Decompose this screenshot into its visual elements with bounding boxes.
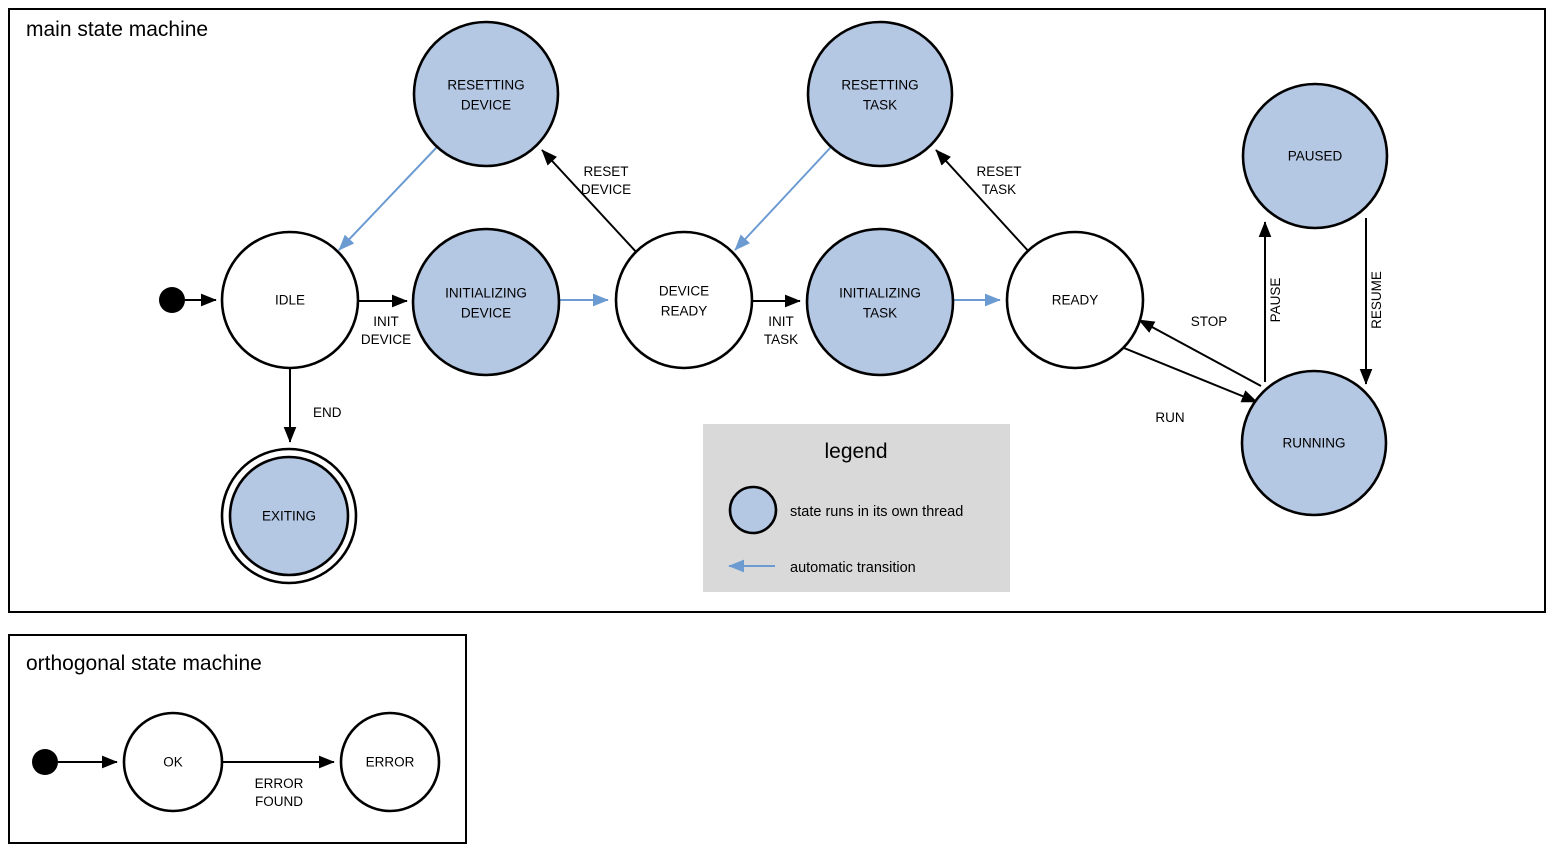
transition-label-run: RUN xyxy=(1155,410,1184,425)
state-resetting-task-shape[interactable] xyxy=(806,20,954,168)
state-resetting-task-label-l2: TASK xyxy=(863,98,897,113)
state-error[interactable]: ERROR xyxy=(339,711,441,813)
orthogonal-states: OK ERROR xyxy=(122,711,441,813)
transition-device-ready-resetting-device[interactable] xyxy=(541,149,639,255)
legend-thread-state-text: state runs in its own thread xyxy=(790,504,963,520)
state-error-label: ERROR xyxy=(366,755,415,770)
legend-automatic-transition-text: automatic transition xyxy=(790,560,916,576)
transition-running-ready[interactable] xyxy=(1138,319,1262,387)
transition-label-end: END xyxy=(313,405,342,420)
state-initializing-task-label-l1: INITIALIZING xyxy=(839,286,921,301)
state-running-shape[interactable] xyxy=(1240,369,1388,517)
state-idle-label: IDLE xyxy=(275,293,305,308)
state-initializing-device-label-l1: INITIALIZING xyxy=(445,286,527,301)
transition-label-stop: STOP xyxy=(1191,314,1228,329)
main-transitions: INIT DEVICE INIT TASK RESET DEVICE RESET… xyxy=(185,146,1384,443)
state-running-label: RUNNING xyxy=(1283,436,1346,451)
state-initializing-task[interactable]: INITIALIZING TASK xyxy=(805,227,955,377)
state-resetting-task[interactable]: RESETTING TASK xyxy=(806,20,954,168)
state-ok-label: OK xyxy=(163,755,183,770)
state-ready-label: READY xyxy=(1052,293,1099,308)
state-resetting-device-label-l2: DEVICE xyxy=(461,98,511,113)
transition-label-error-found-l2: FOUND xyxy=(255,794,303,809)
state-device-ready-shape[interactable] xyxy=(614,230,754,370)
legend-thread-state-icon xyxy=(728,485,778,535)
state-paused[interactable]: PAUSED xyxy=(1241,82,1389,230)
main-frame-title: main state machine xyxy=(26,18,208,41)
state-resetting-task-label-l1: RESETTING xyxy=(841,78,918,93)
state-paused-shape[interactable] xyxy=(1241,82,1389,230)
state-exiting-shape[interactable] xyxy=(228,455,350,577)
transition-label-resume: RESUME xyxy=(1369,271,1384,329)
initial-state-marker xyxy=(159,287,185,313)
state-initializing-task-label-l2: TASK xyxy=(863,306,897,321)
transition-resetting-task-device-ready[interactable] xyxy=(734,146,832,251)
orthogonal-initial-state-marker xyxy=(32,749,58,775)
transition-label-init-task-l1: INIT xyxy=(768,314,794,329)
transition-label-reset-task-l1: RESET xyxy=(976,164,1021,179)
transition-label-reset-task-l2: TASK xyxy=(982,182,1016,197)
orthogonal-frame-title: orthogonal state machine xyxy=(26,652,262,675)
transition-ready-running[interactable] xyxy=(1123,347,1258,403)
state-ready[interactable]: READY xyxy=(1005,230,1145,370)
state-initializing-device-label-l2: DEVICE xyxy=(461,306,511,321)
state-exiting[interactable]: EXITING xyxy=(220,447,358,585)
orthogonal-transitions: ERROR FOUND xyxy=(58,755,335,809)
state-resetting-device-label-l1: RESETTING xyxy=(447,78,524,93)
legend-title: legend xyxy=(824,440,887,463)
state-ready-shape[interactable] xyxy=(1005,230,1145,370)
state-initializing-device-shape[interactable] xyxy=(411,227,561,377)
legend: legend state runs in its own thread auto… xyxy=(703,424,1010,592)
state-ok-shape[interactable] xyxy=(122,711,224,813)
transition-label-pause: PAUSE xyxy=(1268,278,1283,323)
state-error-shape[interactable] xyxy=(339,711,441,813)
transition-label-init-task-l2: TASK xyxy=(764,332,798,347)
state-paused-label: PAUSED xyxy=(1288,149,1343,164)
state-device-ready-label-l1: DEVICE xyxy=(659,284,709,299)
state-idle[interactable]: IDLE xyxy=(220,230,360,370)
state-resetting-device[interactable]: RESETTING DEVICE xyxy=(412,20,560,168)
state-resetting-device-shape[interactable] xyxy=(412,20,560,168)
state-initializing-task-shape[interactable] xyxy=(805,227,955,377)
transition-label-error-found-l1: ERROR xyxy=(255,776,304,791)
state-device-ready-label-l2: READY xyxy=(661,304,708,319)
transition-label-init-device-l1: INIT xyxy=(373,314,399,329)
state-running[interactable]: RUNNING xyxy=(1240,369,1388,517)
transition-label-reset-device-l2: DEVICE xyxy=(581,182,631,197)
main-states: IDLE RESETTING DEVICE INITIALIZING DEVIC… xyxy=(220,20,1389,585)
state-exiting-label: EXITING xyxy=(262,509,316,524)
state-ok[interactable]: OK xyxy=(122,711,224,813)
state-device-ready[interactable]: DEVICE READY xyxy=(614,230,754,370)
state-idle-shape[interactable] xyxy=(220,230,360,370)
state-initializing-device[interactable]: INITIALIZING DEVICE xyxy=(411,227,561,377)
transition-label-reset-device-l1: RESET xyxy=(583,164,628,179)
transition-resetting-device-idle[interactable] xyxy=(338,146,438,251)
transition-ready-resetting-task[interactable] xyxy=(935,149,1032,255)
transition-label-init-device-l2: DEVICE xyxy=(361,332,411,347)
